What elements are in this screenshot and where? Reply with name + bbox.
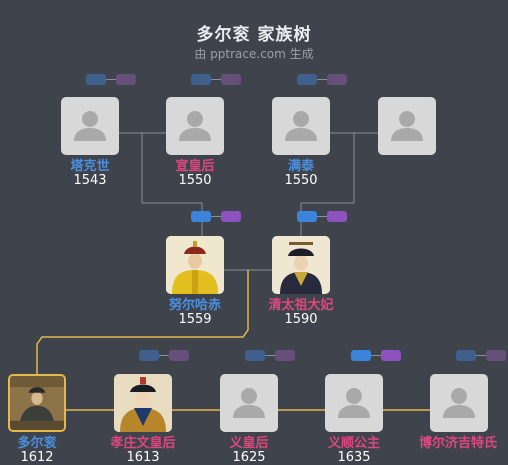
- placeholder-avatar-icon: [233, 388, 265, 418]
- expand-mother-icon[interactable]: [381, 350, 401, 361]
- person-name: 义顺公主: [327, 436, 380, 451]
- person-photo[interactable]: [8, 374, 66, 432]
- expand-father-icon[interactable]: [191, 74, 211, 85]
- expand-mother-icon[interactable]: [486, 350, 506, 361]
- person-photo[interactable]: [325, 374, 383, 432]
- expand-mother-icon[interactable]: [169, 350, 189, 361]
- person-birth-year: 1550: [178, 173, 212, 188]
- expand-father-icon[interactable]: [191, 211, 211, 222]
- expand-mother-icon[interactable]: [116, 74, 136, 85]
- placeholder-avatar-icon: [338, 388, 370, 418]
- person-photo[interactable]: [272, 97, 330, 155]
- placeholder-avatar-icon: [391, 111, 423, 141]
- expand-father-icon[interactable]: [139, 350, 159, 361]
- person-birth-year: 1559: [178, 312, 212, 327]
- person-name: 努尔哈赤: [168, 298, 221, 313]
- person-name: 满泰: [287, 159, 314, 174]
- person-name: 清太祖大妃: [268, 298, 334, 313]
- page-title: 多尔衮 家族树: [196, 25, 312, 45]
- person-birth-year: 1550: [284, 173, 318, 188]
- person-birth-year: 1543: [73, 173, 107, 188]
- person-birth-year: 1590: [284, 312, 318, 327]
- person-name: 孝庄文皇后: [110, 436, 176, 451]
- person-birth-year: 1625: [232, 450, 266, 465]
- expand-mother-icon[interactable]: [221, 74, 241, 85]
- person-photo[interactable]: [378, 97, 436, 155]
- person-photo[interactable]: [166, 97, 224, 155]
- expand-father-icon[interactable]: [297, 211, 317, 222]
- placeholder-avatar-icon: [443, 388, 475, 418]
- person-photo[interactable]: [166, 236, 224, 294]
- person-name: 博尔济吉特氏: [418, 436, 497, 451]
- portrait-seated-man-icon: [10, 376, 64, 430]
- person-birth-year: 1613: [126, 450, 160, 465]
- person-name: 义皇后: [229, 436, 269, 451]
- expand-mother-icon[interactable]: [327, 74, 347, 85]
- expand-mother-icon[interactable]: [275, 350, 295, 361]
- expand-mother-icon[interactable]: [327, 211, 347, 222]
- placeholder-avatar-icon: [285, 111, 317, 141]
- person-photo[interactable]: [220, 374, 278, 432]
- placeholder-avatar-icon: [74, 111, 106, 141]
- expand-father-icon[interactable]: [245, 350, 265, 361]
- portrait-empress-icon: [114, 374, 172, 432]
- expand-father-icon[interactable]: [351, 350, 371, 361]
- person-name: 多尔衮: [17, 436, 57, 451]
- expand-mother-icon[interactable]: [221, 211, 241, 222]
- person-photo[interactable]: [272, 236, 330, 294]
- person-birth-year: 1635: [337, 450, 371, 465]
- portrait-empress-icon: [272, 236, 330, 294]
- person-birth-year: 1612: [20, 450, 54, 465]
- person-photo[interactable]: [61, 97, 119, 155]
- portrait-emperor-icon: [166, 236, 224, 294]
- expand-father-icon[interactable]: [456, 350, 476, 361]
- person-photo[interactable]: [430, 374, 488, 432]
- parent-line-p7: [36, 270, 249, 374]
- page-subtitle: 由 pptrace.com 生成: [194, 47, 314, 61]
- person-photo[interactable]: [114, 374, 172, 432]
- person-name: 塔克世: [70, 159, 110, 174]
- person-name: 宣皇后: [175, 159, 215, 174]
- placeholder-avatar-icon: [179, 111, 211, 141]
- expand-father-icon[interactable]: [297, 74, 317, 85]
- expand-father-icon[interactable]: [86, 74, 106, 85]
